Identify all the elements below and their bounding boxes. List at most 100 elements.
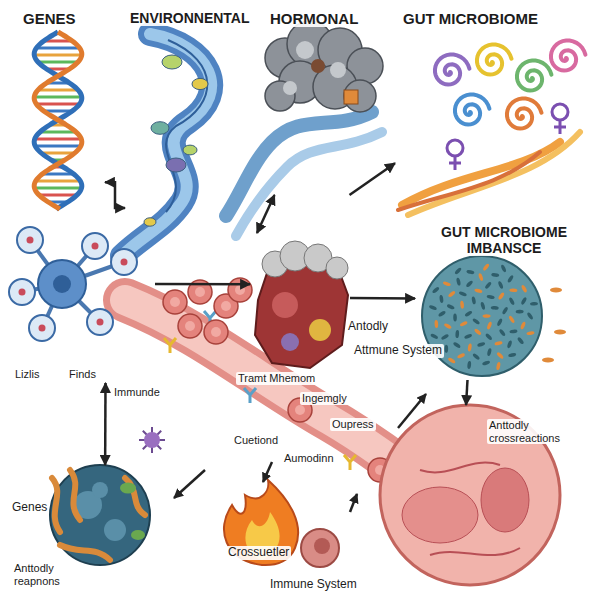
red-blood-cells bbox=[195, 287, 205, 297]
microbiome-imbalance-ball bbox=[465, 280, 473, 288]
microbiome-imbalance-ball bbox=[494, 341, 503, 346]
environment-swirl bbox=[144, 218, 156, 226]
microbiome-imbalance-ball bbox=[464, 333, 473, 339]
tissue-blob bbox=[50, 465, 150, 565]
dna-helix bbox=[38, 61, 78, 64]
annotation-label: Immune System bbox=[268, 578, 359, 592]
dna-helix bbox=[39, 194, 77, 197]
tissue-blob bbox=[131, 530, 145, 540]
microbiome-imbalance-ball bbox=[439, 295, 444, 303]
microbiome-imbalance-ball bbox=[458, 291, 467, 297]
tissue-blob bbox=[60, 545, 110, 560]
red-blood-cells bbox=[295, 405, 305, 415]
organ-tissue bbox=[420, 463, 520, 556]
dna-helix bbox=[34, 187, 81, 190]
red-blood-cells bbox=[221, 301, 231, 311]
immune-cell-small bbox=[144, 432, 160, 448]
microbiome-imbalance-ball bbox=[456, 277, 461, 286]
microbiome-imbalance-ball bbox=[520, 297, 527, 306]
neuron-cell bbox=[92, 243, 99, 250]
microbiome-imbalance-ball bbox=[508, 315, 515, 324]
microbiome-imbalance-ball bbox=[496, 362, 501, 371]
microbiome-imbalance-ball bbox=[466, 269, 475, 274]
neuron-cell bbox=[38, 260, 86, 308]
node-label: GENES bbox=[21, 10, 78, 27]
microbiome-imbalance-ball bbox=[496, 351, 504, 359]
organ-tissue bbox=[402, 487, 478, 543]
microbiome-imbalance-ball bbox=[500, 264, 507, 273]
illustration-node: ENVIRONNENTAL bbox=[125, 8, 257, 258]
microbiome-imbalance-ball bbox=[507, 275, 514, 284]
inflammation-flame bbox=[224, 480, 298, 565]
environment-swirl bbox=[122, 34, 211, 256]
neuron-cell bbox=[29, 315, 55, 341]
microbiome-imbalance-ball bbox=[422, 256, 542, 376]
microbiome-spirals bbox=[398, 152, 540, 210]
microbiome-spirals bbox=[447, 140, 463, 156]
microbiome-imbalance-ball bbox=[520, 321, 527, 330]
dna-helix bbox=[34, 32, 82, 209]
connector-arrow bbox=[350, 297, 415, 300]
microbiome-imbalance-ball bbox=[485, 333, 493, 341]
illustration-node: LizlisFinds bbox=[5, 218, 155, 383]
microbiome-imbalance-ball bbox=[442, 281, 451, 287]
microbiome-imbalance-ball bbox=[457, 353, 466, 360]
microbiome-imbalance-ball bbox=[497, 281, 503, 290]
microbiome-imbalance-ball bbox=[438, 310, 447, 317]
microbiome-imbalance-ball bbox=[478, 273, 484, 282]
microbiome-imbalance-ball bbox=[467, 343, 472, 351]
microbiome-imbalance-ball bbox=[446, 304, 455, 311]
microbiome-imbalance-ball bbox=[472, 353, 480, 361]
node-label: GUT MICROBIOME bbox=[401, 10, 540, 27]
microbiome-imbalance-ball bbox=[472, 318, 481, 326]
node-label: Finds bbox=[67, 368, 98, 381]
annotation-label: Attmune System bbox=[352, 344, 444, 358]
microbiome-imbalance-ball bbox=[432, 286, 440, 294]
dna-helix bbox=[38, 89, 78, 92]
flow-arrow bbox=[263, 462, 272, 482]
connector-arrow bbox=[105, 182, 125, 208]
microbiome-imbalance-ball bbox=[443, 323, 452, 330]
microbiome-imbalance-ball bbox=[477, 342, 486, 348]
environment-swirl bbox=[166, 158, 186, 172]
illustration-node: HORMONAL bbox=[262, 8, 387, 195]
microbiome-spirals bbox=[455, 94, 490, 124]
tissue-blob bbox=[120, 482, 136, 493]
blood-vessel bbox=[344, 455, 356, 470]
microbiome-imbalance-ball bbox=[467, 361, 472, 369]
hormone-cloud bbox=[330, 62, 346, 78]
microbiome-imbalance-ball bbox=[448, 290, 456, 298]
node-label: Antodly bbox=[346, 320, 390, 334]
tissue-blob bbox=[92, 482, 108, 498]
microbiome-spirals bbox=[449, 162, 461, 165]
illustration-node: Anttodly crossreactions bbox=[365, 405, 580, 585]
microbiome-spirals bbox=[551, 40, 586, 70]
microbiome-imbalance-ball bbox=[474, 328, 482, 336]
microbiome-imbalance-ball bbox=[487, 348, 492, 357]
microbiome-spirals bbox=[398, 40, 585, 215]
organ-tissue bbox=[481, 468, 529, 532]
microbiome-imbalance-ball bbox=[484, 281, 492, 289]
dna-helix bbox=[34, 32, 82, 209]
neuron-cell bbox=[39, 325, 46, 332]
node-label: HORMONAL bbox=[268, 10, 360, 27]
immune-cell-small bbox=[139, 427, 165, 453]
microbiome-imbalance-ball bbox=[453, 341, 462, 349]
annotation-label: Oupress bbox=[330, 418, 376, 431]
microbiome-imbalance-ball bbox=[516, 310, 524, 314]
connector-arrow bbox=[155, 283, 250, 286]
microbiome-imbalance-ball bbox=[550, 288, 562, 293]
microbiome-imbalance-ball bbox=[491, 273, 499, 278]
neuron-cell bbox=[9, 227, 137, 341]
annotation-label: Crossuetler bbox=[226, 546, 291, 560]
red-blood-cells bbox=[235, 285, 245, 295]
central-cell bbox=[309, 319, 331, 341]
node-label: Anttodly crossreactions bbox=[487, 419, 579, 444]
microbiome-imbalance-ball bbox=[509, 329, 517, 334]
red-blood-cells bbox=[211, 327, 221, 337]
microbiome-spirals bbox=[477, 44, 512, 74]
